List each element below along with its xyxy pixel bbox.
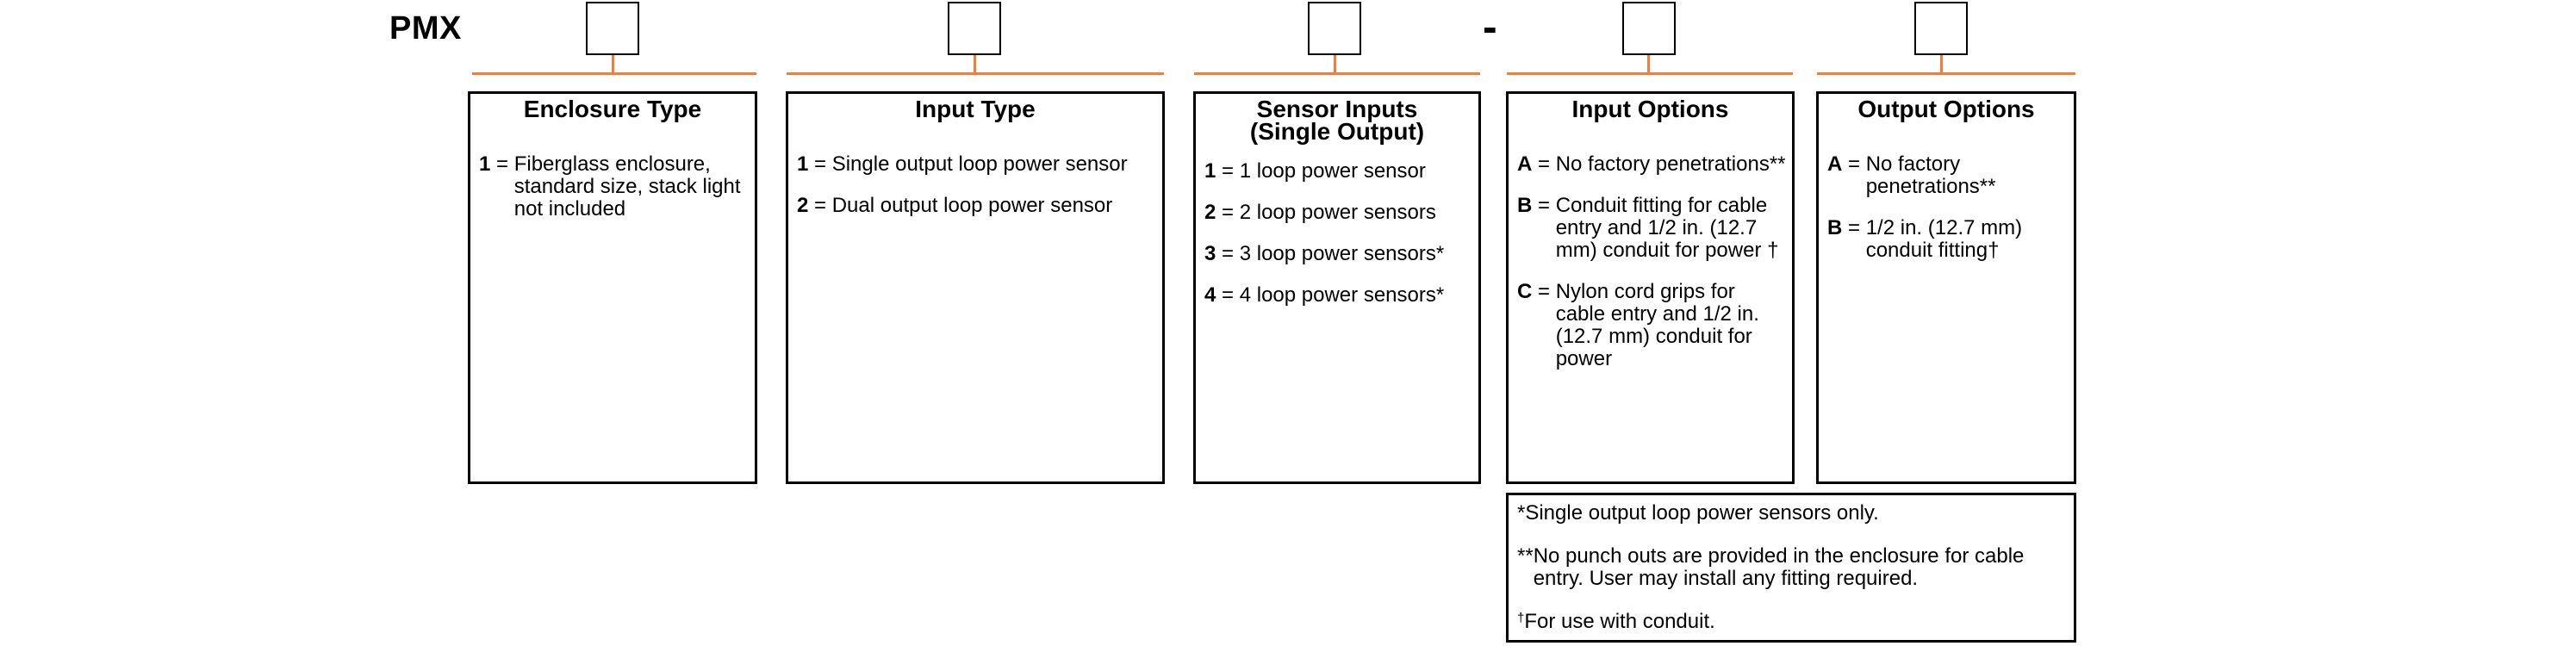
option-list: 1 = 1 loop power sensor 2 = 2 loop power… [1196, 160, 1478, 307]
option-list: 1 = Single output loop power sensor 2 = … [788, 153, 1162, 217]
connector-line-input-type [787, 72, 1164, 75]
section-title: Input Options [1509, 96, 1792, 122]
title-line: (Single Output) [1249, 118, 1425, 145]
option-item: 1 = 1 loop power sensor [1204, 160, 1473, 183]
code-slot-input-type [948, 2, 1001, 55]
option-item: A = No factory penetrations** [1827, 153, 2069, 198]
connector-stem-output-options [1940, 55, 1943, 74]
section-enclosure-type: Enclosure Type 1 = Fiberglass enclosure,… [468, 91, 757, 484]
footnote-item: †For use with conduit. [1517, 611, 2065, 633]
option-code: 2 [797, 194, 809, 217]
code-slot-output-options [1914, 2, 1968, 55]
option-text: No factory penetrations** [1865, 152, 1996, 198]
option-code: 2 [1204, 201, 1216, 224]
title-line: Sensor Inputs [1256, 96, 1418, 122]
connector-line-sensor-inputs [1194, 72, 1480, 75]
option-code: B [1827, 216, 1843, 239]
connector-stem-input-options [1647, 55, 1650, 74]
code-slot-sensor-inputs [1308, 2, 1361, 55]
option-list: A = No factory penetrations** B = Condui… [1509, 153, 1792, 370]
footnote-mark: * [1517, 501, 1526, 525]
footnote-item: ** No punch outs are provided in the enc… [1517, 545, 2065, 590]
option-item: 1 = Single output loop power sensor [797, 153, 1157, 176]
section-title: Enclosure Type [470, 96, 755, 122]
option-item: B = 1/2 in. (12.7 mm) conduit fitting† [1827, 217, 2069, 262]
code-slot-input-options [1622, 2, 1676, 55]
code-slot-enclosure-type [586, 2, 639, 55]
option-code: 1 [479, 152, 491, 176]
option-item: 1 = Fiberglass enclosure, standard size,… [479, 153, 750, 221]
option-code: 1 [1204, 159, 1216, 183]
connector-stem-input-type [974, 55, 976, 74]
option-code: 1 [797, 152, 809, 176]
option-code: B [1517, 194, 1533, 217]
footnotes-box: * Single output loop power sensors only.… [1506, 493, 2076, 643]
option-item: 4 = 4 loop power sensors* [1204, 284, 1473, 307]
option-text: No factory penetrations** [1555, 152, 1786, 176]
option-text: Fiberglass enclosure, standard size, sta… [513, 152, 741, 221]
option-item: A = No factory penetrations** [1517, 152, 1786, 176]
option-code: C [1517, 280, 1533, 303]
section-input-options: Input Options A = No factory penetration… [1506, 91, 1795, 484]
option-code: A [1517, 152, 1533, 176]
connector-stem-enclosure-type [612, 55, 614, 74]
footnote-text: No punch outs are provided in the enclos… [1533, 544, 2025, 590]
section-input-type: Input Type 1 = Single output loop power … [786, 91, 1165, 484]
footnote-mark: ** [1517, 544, 1534, 568]
title-line: Input Options [1571, 96, 1729, 122]
footnote-mark: † [1517, 611, 1525, 625]
option-text: 3 loop power sensors* [1239, 242, 1445, 265]
option-item: B = Conduit fitting for cable entry and … [1517, 195, 1787, 262]
option-item: 2 = Dual output loop power sensor [797, 195, 1157, 217]
option-text: Conduit fitting for cable entry and 1/2 … [1555, 194, 1779, 262]
title-line: Input Type [915, 96, 1036, 122]
section-title: Output Options [1819, 96, 2074, 122]
section-sensor-inputs: Sensor Inputs (Single Output) 1 = 1 loop… [1193, 91, 1481, 484]
option-text: 1 loop power sensor [1239, 159, 1426, 183]
option-item: 3 = 3 loop power sensors* [1204, 243, 1473, 265]
separator-dash: - [1483, 3, 1497, 51]
option-text: Nylon cord grips for cable entry and 1/2… [1555, 280, 1759, 370]
option-text: 2 loop power sensors [1239, 201, 1436, 224]
footnote-list: * Single output loop power sensors only.… [1509, 495, 2074, 633]
option-text: 1/2 in. (12.7 mm) conduit fitting† [1865, 216, 2023, 262]
section-title: Input Type [788, 96, 1162, 122]
option-text: 4 loop power sensors* [1239, 283, 1445, 307]
connector-line-input-options [1507, 72, 1793, 75]
connector-stem-sensor-inputs [1334, 55, 1336, 74]
title-line: Enclosure Type [523, 96, 702, 122]
connector-line-enclosure-type [472, 72, 756, 75]
option-list: A = No factory penetrations** B = 1/2 in… [1819, 153, 2074, 262]
option-list: 1 = Fiberglass enclosure, standard size,… [470, 153, 755, 221]
title-line: Output Options [1857, 96, 2035, 122]
footnote-item: * Single output loop power sensors only. [1517, 502, 2065, 525]
section-title: Sensor Inputs (Single Output) [1196, 96, 1478, 145]
option-text: Single output loop power sensor [831, 152, 1128, 176]
connector-line-output-options [1817, 72, 2075, 75]
option-code: 3 [1204, 242, 1216, 265]
footnote-text: Single output loop power sensors only. [1525, 501, 1879, 525]
model-prefix: PMX [389, 10, 462, 47]
option-item: C = Nylon cord grips for cable entry and… [1517, 281, 1787, 370]
section-output-options: Output Options A = No factory penetratio… [1816, 91, 2076, 484]
option-code: 4 [1204, 283, 1216, 307]
option-item: 2 = 2 loop power sensors [1204, 202, 1473, 224]
option-code: A [1827, 152, 1843, 176]
footnote-text: For use with conduit. [1524, 610, 1715, 633]
option-text: Dual output loop power sensor [831, 194, 1113, 217]
